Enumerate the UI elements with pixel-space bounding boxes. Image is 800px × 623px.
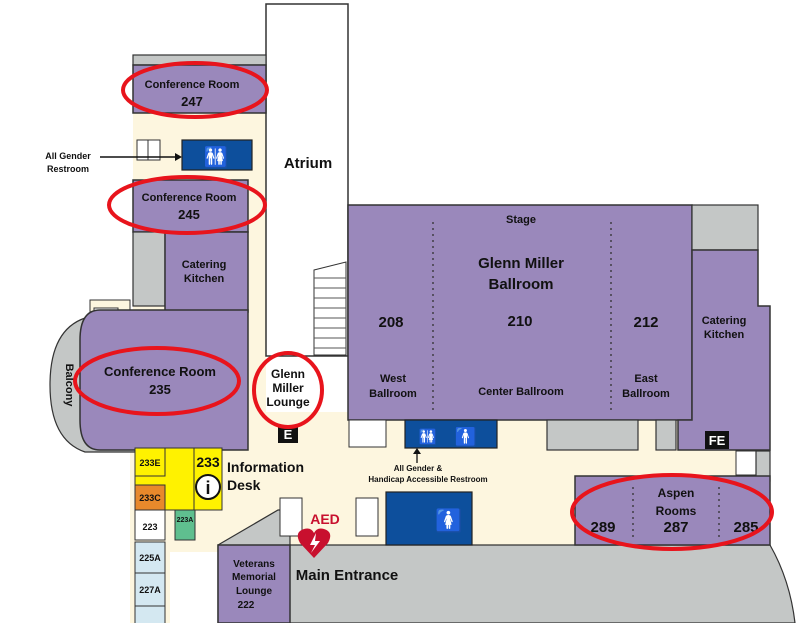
highlight-conference-room-247 xyxy=(121,61,269,119)
elevator-icon xyxy=(278,425,298,443)
room-233c-label: 233C xyxy=(139,493,161,503)
service-area xyxy=(132,231,166,307)
highlight-conference-room-235 xyxy=(73,346,241,416)
conference-room-247[interactable] xyxy=(132,64,267,114)
conference-room-245[interactable] xyxy=(132,179,249,233)
all-gender-restroom-label-2: Restroom xyxy=(47,164,89,174)
room-233e[interactable] xyxy=(134,447,166,477)
room-233-label: 233 xyxy=(196,454,220,470)
atrium-stairs-icon xyxy=(313,261,347,356)
conference-room-247-number: 247 xyxy=(181,94,203,109)
room-285: 285 xyxy=(733,519,758,536)
highlight-conference-room-245 xyxy=(107,175,267,235)
arrow-icon xyxy=(413,448,421,454)
room-225a-label: 225A xyxy=(139,553,161,563)
men-restroom-icon: 🚹 xyxy=(455,426,477,447)
glenn-miller-ballroom[interactable] xyxy=(347,204,693,421)
fire-extinguisher-icon xyxy=(705,431,729,449)
aspen-rooms-label-2: Rooms xyxy=(656,504,697,518)
conference-room-245-number: 245 xyxy=(178,207,200,222)
highlight-glenn-miller-lounge xyxy=(252,351,324,429)
stairs-icon xyxy=(735,450,757,476)
all-gender-restroom-label: All Gender xyxy=(45,151,91,161)
room-210: 210 xyxy=(507,313,532,330)
service-area xyxy=(655,419,677,451)
atrium-label: Atrium xyxy=(284,155,332,172)
accessible-restroom-label: All Gender & xyxy=(394,464,443,473)
highlight-aspen-rooms xyxy=(570,473,774,551)
room[interactable] xyxy=(134,605,166,623)
room-287: 287 xyxy=(663,519,688,536)
catering-kitchen-label: Catering xyxy=(182,259,227,271)
stairs-icon xyxy=(279,497,303,537)
fire-extinguisher-label: FE xyxy=(709,433,726,448)
restroom-people-icon: 🚻 xyxy=(204,145,229,169)
room-233e-label: 233E xyxy=(139,458,160,468)
veterans-memorial-lounge[interactable] xyxy=(217,544,291,623)
veterans-lounge-number: 222 xyxy=(238,600,255,611)
catering-kitchen-label-2: Kitchen xyxy=(184,273,225,285)
ballroom-title: Glenn Miller xyxy=(478,255,564,272)
veterans-lounge-label-2: Memorial xyxy=(232,572,276,583)
catering-kitchen-left[interactable] xyxy=(164,231,249,313)
west-ballroom-label: West xyxy=(380,373,406,385)
aspen-rooms-label: Aspen xyxy=(658,486,695,500)
restroom-accessible-icon: 🚻 xyxy=(419,428,438,446)
catering-kitchen-right-label-2: Kitchen xyxy=(704,329,745,341)
service-area xyxy=(691,204,759,251)
information-desk-label-2: Desk xyxy=(227,477,261,493)
ballroom-title-2: Ballroom xyxy=(488,276,553,293)
service-area xyxy=(546,419,639,451)
information-desk-label: Information xyxy=(227,459,304,475)
room-227a[interactable] xyxy=(134,572,166,607)
room-289: 289 xyxy=(590,519,615,536)
veterans-lounge-label-3: Lounge xyxy=(236,586,273,597)
room-212: 212 xyxy=(633,314,658,331)
east-ballroom-label-2: Ballroom xyxy=(622,388,670,400)
room-223-label: 223 xyxy=(142,522,157,532)
aed-label: AED xyxy=(310,511,340,527)
room-223[interactable] xyxy=(134,509,166,541)
veterans-lounge-label: Veterans xyxy=(233,559,275,570)
stage-label: Stage xyxy=(506,214,536,226)
accessible-restroom[interactable] xyxy=(404,419,498,449)
room-208: 208 xyxy=(378,314,403,331)
aspen-rooms[interactable] xyxy=(574,475,771,546)
center-ballroom-label: Center Ballroom xyxy=(478,386,564,398)
all-gender-restroom[interactable] xyxy=(181,139,253,171)
conference-room-235-name: Conference Room xyxy=(104,364,216,379)
room-223a-label: 223A xyxy=(177,517,194,524)
elevator-label: E xyxy=(284,427,293,442)
glenn-miller-lounge-label-2: Miller xyxy=(272,381,304,395)
glenn-miller-lounge-label: Glenn xyxy=(271,367,305,381)
room-233c[interactable] xyxy=(134,484,166,511)
conference-room-235-number: 235 xyxy=(149,382,171,397)
catering-kitchen-right-label: Catering xyxy=(702,315,747,327)
accessible-restroom-label-2: Handicap Accessible Restroom xyxy=(368,475,487,484)
conference-room-245-name: Conference Room xyxy=(142,192,237,204)
women-restroom[interactable] xyxy=(385,491,473,546)
women-restroom-icon: 🚺 xyxy=(435,508,462,533)
west-ballroom-label-2: Ballroom xyxy=(369,388,417,400)
room-223a[interactable] xyxy=(174,509,196,541)
room-227a-label: 227A xyxy=(139,585,161,595)
conference-room-235[interactable] xyxy=(79,309,249,451)
information-icon-glyph: i xyxy=(205,478,210,498)
storage-room xyxy=(348,419,387,448)
glenn-miller-lounge-label-3: Lounge xyxy=(266,395,310,409)
east-ballroom-label: East xyxy=(634,373,658,385)
catering-kitchen-right[interactable] xyxy=(677,249,771,451)
balcony-label: Balcony xyxy=(63,364,75,408)
information-icon xyxy=(195,474,221,500)
conference-room-247-name: Conference Room xyxy=(145,79,240,91)
main-entrance-label: Main Entrance xyxy=(296,567,399,584)
stairs-icon xyxy=(355,497,379,537)
